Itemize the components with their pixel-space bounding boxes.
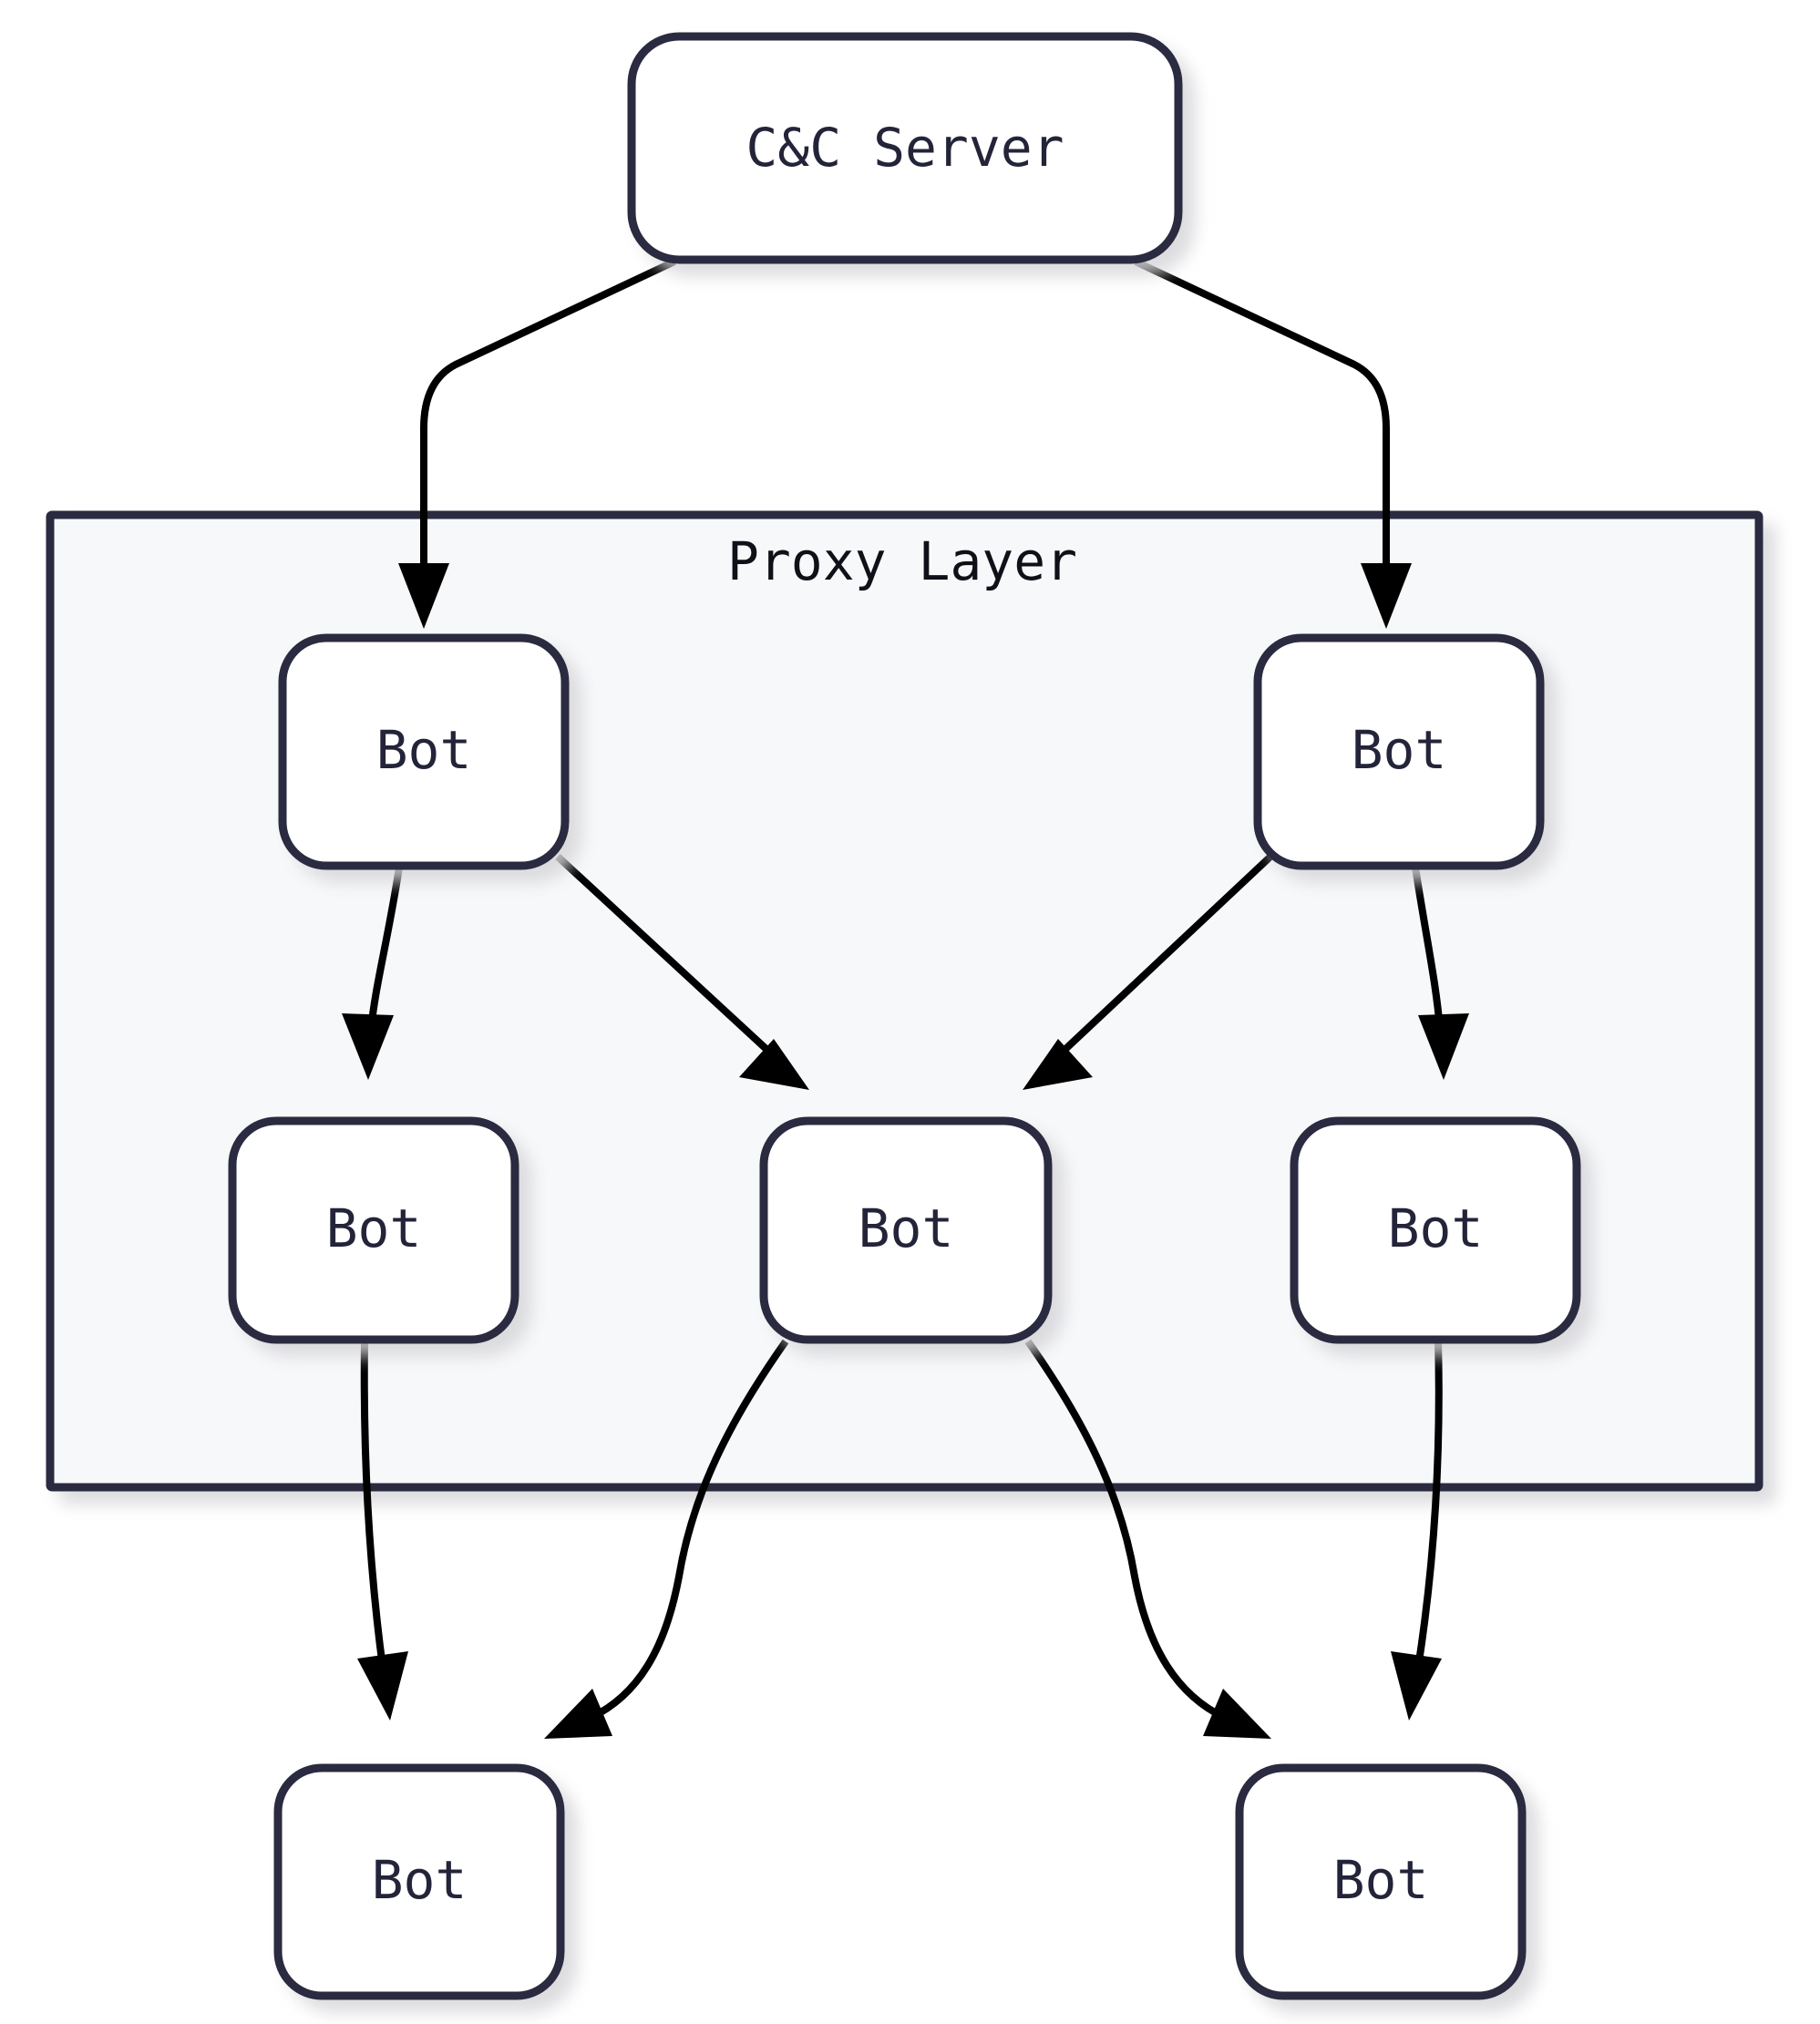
- arrowhead-bot4-bot6: [544, 1689, 612, 1739]
- arrowhead-bot2-bot5: [1418, 1013, 1469, 1080]
- node-cc-server[interactable]: C&C Server: [627, 32, 1183, 264]
- cluster-proxy-layer-label: Proxy Layer: [727, 530, 1077, 592]
- node-bot-6-label: Bot: [372, 1849, 468, 1911]
- node-bot-7-box: [1235, 1763, 1527, 2000]
- node-bot-6-box: [273, 1763, 565, 2000]
- arrowhead-bot4-bot7: [1203, 1689, 1271, 1739]
- node-bot-2-label: Bot: [1352, 719, 1447, 781]
- edge-bot1-to-bot4: [555, 854, 809, 1090]
- node-bot-7-label: Bot: [1333, 1849, 1429, 1911]
- node-cc-server-box: [627, 32, 1183, 264]
- node-bot-1-label: Bot: [376, 719, 472, 781]
- node-bot-3-label: Bot: [326, 1197, 422, 1259]
- node-bot-5-label: Bot: [1388, 1197, 1484, 1259]
- arrowhead-bot3-bot6: [357, 1651, 408, 1721]
- edge-bot2-to-bot5: [1412, 867, 1469, 1080]
- edge-group: [342, 258, 1469, 1739]
- node-bot-1-box: [278, 633, 570, 870]
- node-cc-server-label: C&C Server: [745, 117, 1064, 179]
- node-bot-5-box: [1290, 1116, 1581, 1344]
- node-bot-3[interactable]: Bot: [228, 1116, 519, 1344]
- arrowhead-bot2-bot4: [1023, 1039, 1093, 1090]
- node-bot-7[interactable]: Bot: [1235, 1763, 1527, 2000]
- edge-bot5-to-bot7: [1391, 1341, 1443, 1721]
- node-bot-2-box: [1253, 633, 1545, 870]
- node-bot-1[interactable]: Bot: [278, 633, 570, 870]
- edge-cc-to-bot1: [398, 258, 676, 629]
- node-bot-6[interactable]: Bot: [273, 1763, 565, 2000]
- edge-bot4-to-bot7: [1024, 1339, 1271, 1739]
- arrowhead-bot5-bot7: [1391, 1651, 1442, 1721]
- node-bot-2[interactable]: Bot: [1253, 633, 1545, 870]
- node-bot-3-box: [228, 1116, 519, 1344]
- edge-bot2-to-bot4: [1023, 854, 1273, 1090]
- arrowhead-bot1-bot4: [739, 1039, 809, 1090]
- node-bot-4-box: [759, 1116, 1053, 1344]
- arrowhead-bot1-bot3: [342, 1013, 394, 1080]
- node-bot-4-label: Bot: [859, 1197, 954, 1259]
- edge-bot3-to-bot6: [357, 1341, 408, 1721]
- edge-bot1-to-bot3: [342, 867, 403, 1080]
- node-bot-5[interactable]: Bot: [1290, 1116, 1581, 1344]
- arrowhead-cc-bot1: [398, 563, 449, 629]
- arrowhead-cc-bot2: [1361, 563, 1412, 629]
- edge-cc-to-bot2: [1134, 258, 1412, 629]
- node-bot-4[interactable]: Bot: [759, 1116, 1053, 1344]
- edge-bot4-to-bot6: [544, 1339, 789, 1739]
